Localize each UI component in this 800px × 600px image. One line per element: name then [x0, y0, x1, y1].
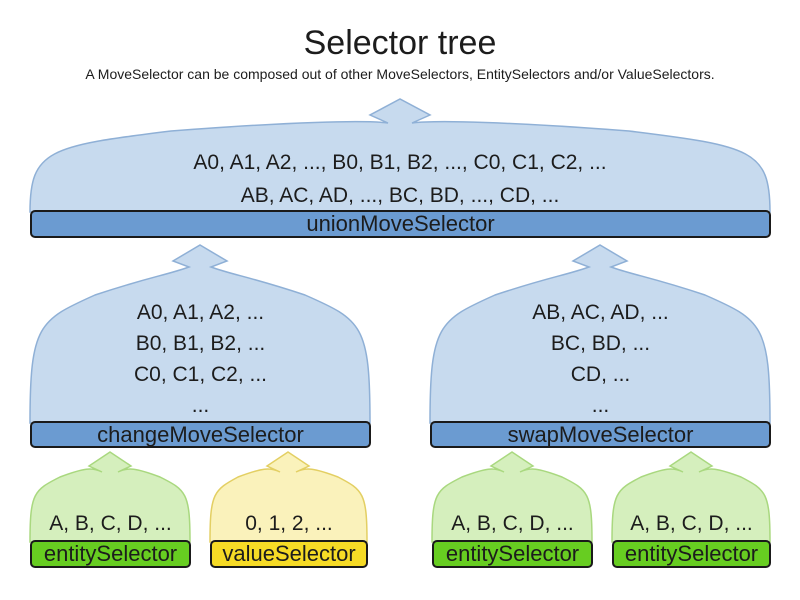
- move-list-line: ...: [191, 394, 210, 417]
- entity1-cloud-shape: [29, 451, 191, 543]
- swap-move-selector-bar: swapMoveSelector: [430, 421, 771, 448]
- move-list-line: AB, AC, AD, ..., BC, BD, ..., CD, ...: [240, 184, 560, 207]
- page-title: Selector tree: [303, 24, 497, 62]
- move-list-line: AB, AC, AD, ...: [532, 301, 669, 324]
- change-cloud-shape: [29, 244, 371, 424]
- page-subtitle: A MoveSelector can be composed out of ot…: [85, 66, 715, 82]
- entity-selector-bar: entitySelector: [30, 540, 191, 568]
- value1-cloud-text: 0, 1, 2, ...: [245, 512, 333, 535]
- union-cloud-text: A0, A1, A2, ..., B0, B1, B2, ..., C0, C1…: [30, 146, 770, 212]
- swap-cloud-shape: [429, 244, 771, 424]
- change-move-selector-bar: changeMoveSelector: [30, 421, 371, 448]
- swap-cloud-text: AB, AC, AD, ... BC, BD, ... CD, ... ...: [430, 297, 771, 421]
- change-cloud-text: A0, A1, A2, ... B0, B1, B2, ... C0, C1, …: [30, 297, 371, 421]
- entity1-cloud-text: A, B, C, D, ...: [49, 512, 172, 535]
- move-list-line: ...: [591, 394, 610, 417]
- move-list-line: B0, B1, B2, ...: [135, 332, 266, 355]
- union-cloud-shape: [29, 98, 771, 213]
- entity2-cloud-text: A, B, C, D, ...: [451, 512, 574, 535]
- entity-selector-bar: entitySelector: [612, 540, 771, 568]
- entity-selector-bar: entitySelector: [432, 540, 593, 568]
- move-list-line: C0, C1, C2, ...: [133, 363, 268, 386]
- value-selector-bar: valueSelector: [210, 540, 368, 568]
- move-list-line: A0, A1, A2, ..., B0, B1, B2, ..., C0, C1…: [193, 151, 607, 174]
- entity2-cloud-shape: [431, 451, 593, 543]
- move-list-line: A0, A1, A2, ...: [136, 301, 265, 324]
- entity3-cloud-text: A, B, C, D, ...: [630, 512, 753, 535]
- move-list-line: CD, ...: [570, 363, 631, 386]
- union-move-selector-bar: unionMoveSelector: [30, 210, 771, 238]
- value1-cloud-shape: [209, 451, 368, 543]
- move-list-line: BC, BD, ...: [550, 332, 651, 355]
- entity3-cloud-shape: [611, 451, 771, 543]
